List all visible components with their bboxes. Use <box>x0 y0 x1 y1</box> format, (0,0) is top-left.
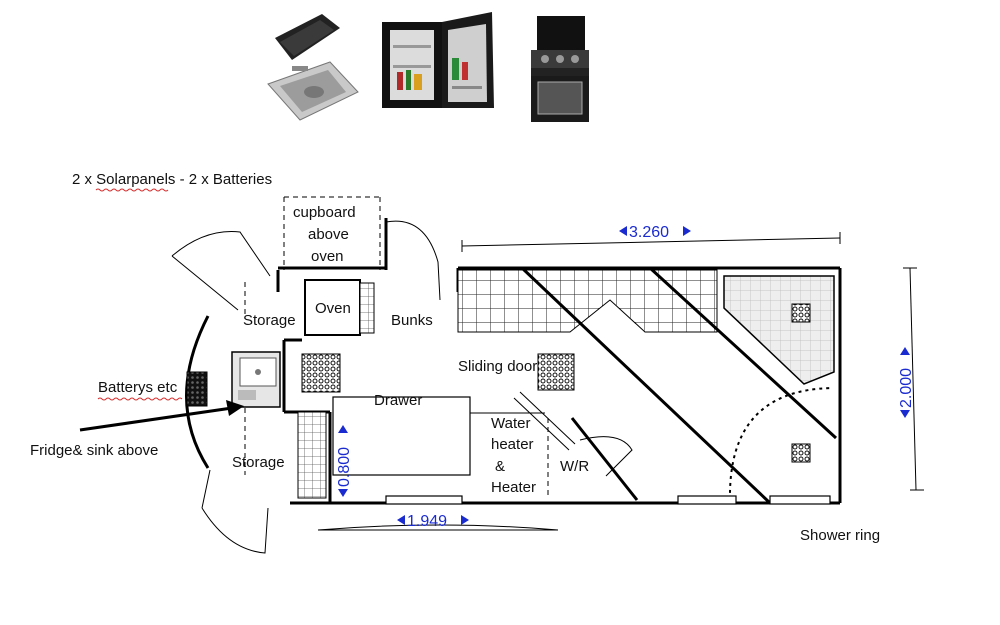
shower-ring-label: Shower ring <box>800 527 880 544</box>
oven-side-panel <box>359 282 375 334</box>
walls <box>276 218 842 505</box>
storage-bottom-label: Storage <box>232 454 285 471</box>
sink-unit <box>231 351 281 408</box>
diagonal-walls <box>520 266 838 505</box>
dimension-length-top: 3.260 <box>629 224 669 241</box>
heater-mesh-center <box>537 353 575 391</box>
storage-grid-strip <box>297 411 327 499</box>
window-bottom-mid <box>677 495 737 505</box>
window-bottom-right <box>769 495 831 505</box>
water-label-1: Water <box>491 415 530 432</box>
water-label-3: & <box>495 458 505 475</box>
spellcheck-underline <box>95 188 169 192</box>
batterys-label: Batterys etc <box>98 379 178 396</box>
shower-drain-bottom <box>791 443 811 463</box>
shower-drain-top <box>791 303 811 323</box>
cupboard-label-1: cupboard <box>293 204 356 221</box>
wr-label: W/R <box>560 458 589 475</box>
cupboard-label-2: above <box>308 226 349 243</box>
dimension-arrows <box>338 226 910 525</box>
water-label-4: Heater <box>491 479 536 496</box>
shower-tray <box>723 275 835 385</box>
oven-image <box>531 16 589 122</box>
bunks-label: Bunks <box>391 312 433 329</box>
dimension-width-left: 0.800 <box>336 447 353 487</box>
battery-block <box>186 371 208 407</box>
shower-ring-arc <box>728 387 833 501</box>
drawer-box <box>332 396 471 476</box>
door-swings <box>171 220 633 554</box>
oven-label: Oven <box>315 300 351 317</box>
window-bottom-left <box>385 495 463 505</box>
fridge-pointer-arrow <box>79 400 244 432</box>
oven-box <box>304 279 361 336</box>
sink-image <box>267 14 359 121</box>
bunk-grid <box>457 269 718 333</box>
fridge-sink-label: Fridge& sink above <box>30 442 158 459</box>
dimension-width-right: 2.000 <box>898 368 915 408</box>
dimension-lines <box>318 232 924 531</box>
dashed-lines <box>244 196 549 497</box>
power-note: 2 x Solarpanels - 2 x Batteries <box>72 171 272 188</box>
cupboard-label-3: oven <box>311 248 344 265</box>
fridge-image <box>382 12 494 108</box>
drawer-label: Drawer <box>374 392 422 409</box>
sliding-door-label: Sliding door <box>458 358 537 375</box>
water-label-2: heater <box>491 436 534 453</box>
storage-top-label: Storage <box>243 312 296 329</box>
heater-mesh-left <box>301 353 341 393</box>
dimension-length-bottom: 1.949 <box>407 513 447 530</box>
sliding-door-lines <box>513 391 576 451</box>
batterys-underline <box>97 397 183 401</box>
